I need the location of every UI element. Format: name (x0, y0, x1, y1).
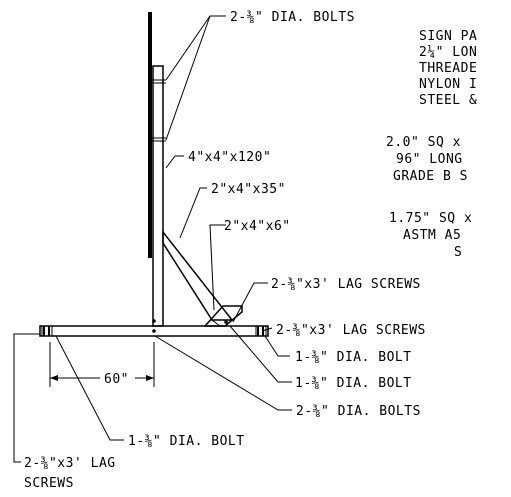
brace-bolt-dot (224, 320, 228, 324)
label-lag-left-2: SCREWS (24, 476, 74, 491)
post-4x4 (152, 65, 164, 327)
base-left-lag-screws (41, 325, 53, 337)
note-sign-2: 2¼" LON (419, 45, 477, 60)
label-lag-screws-base: 2-⅜"x3' LAG SCREWS (276, 323, 426, 338)
note-sign-4: NYLON I (419, 77, 477, 92)
label-lag-screws-brace: 2-⅜"x3' LAG SCREWS (271, 277, 421, 292)
note-tube2-2: ASTM A5 (403, 228, 461, 243)
note-tube2-1: 1.75" SQ x (389, 211, 472, 226)
base-bolt-dot-2 (152, 319, 156, 323)
label-lag-left-1: 2-⅜"x3' LAG (24, 456, 116, 471)
leader-lines (13, 15, 292, 463)
brace-short-edge (211, 319, 221, 327)
label-bolt-left: 1-⅜" DIA. BOLT (128, 434, 245, 449)
note-sign-3: THREADE (419, 61, 477, 76)
note-sign-1: SIGN PA (419, 29, 477, 44)
note-tube1-2: 96" LONG (396, 152, 463, 167)
note-tube1-3: GRADE B S (393, 169, 468, 184)
label-brace-long: 2"x4"x35" (211, 182, 286, 197)
label-post: 4"x4"x120" (188, 150, 271, 165)
base-beam (39, 325, 269, 337)
dimension-60 (49, 342, 155, 387)
label-dimension: 60" (104, 372, 129, 387)
label-bolt-2: 1-⅜" DIA. BOLT (295, 376, 412, 391)
base-right-lag-screws (255, 325, 267, 337)
label-bolt-1: 1-⅜" DIA. BOLT (295, 350, 412, 365)
label-brace-short: 2"x4"x6" (224, 219, 291, 234)
note-sign-5: STEEL & (419, 93, 477, 108)
label-bolts-top: 2-⅜" DIA. BOLTS (230, 10, 355, 25)
note-tube1-1: 2.0" SQ x (386, 135, 461, 150)
note-tube2-3: S (454, 245, 462, 260)
brace-short (203, 305, 243, 327)
base-bolt-dot-1 (152, 329, 156, 333)
label-bolts-base: 2-⅜" DIA. BOLTS (296, 404, 421, 419)
